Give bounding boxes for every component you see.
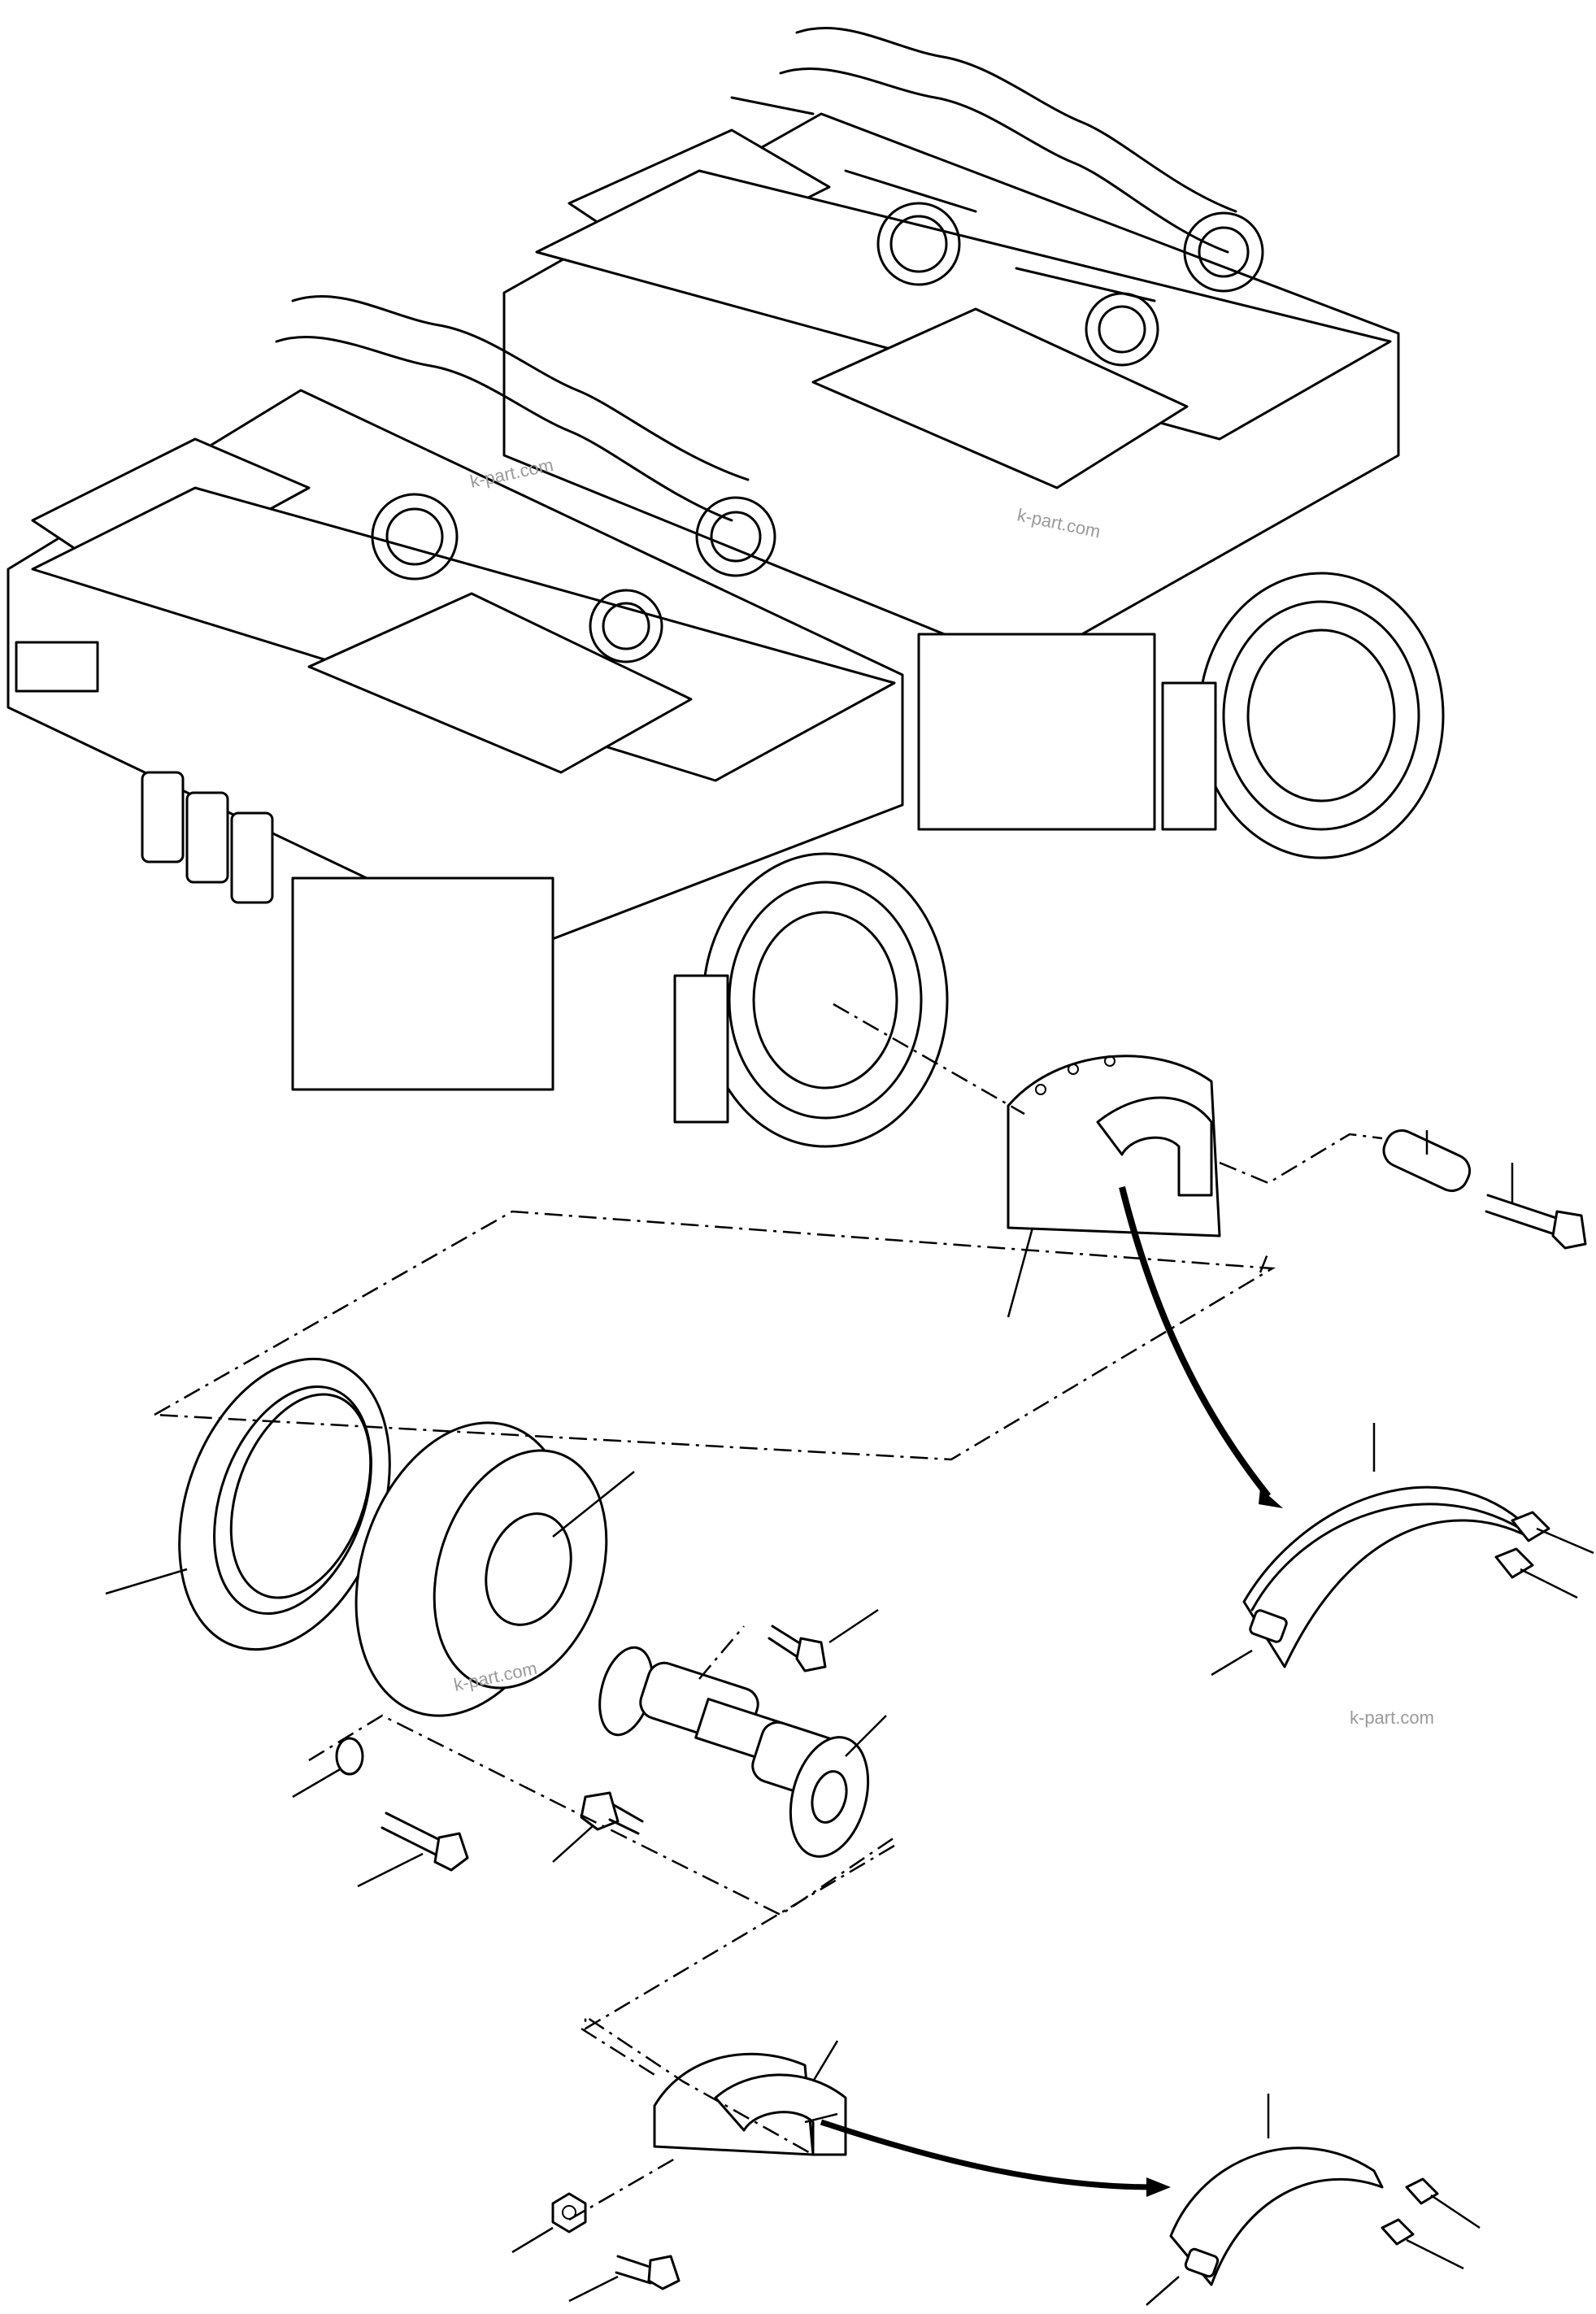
bolt-upper-right (1485, 1194, 1587, 1250)
assembly-lines (150, 1003, 1383, 2221)
guard-bracket-lower (653, 2052, 847, 2156)
spacer-sleeve (1382, 1129, 1472, 1193)
guard-cover-upper (1242, 1485, 1530, 1668)
flywheel-housing-rear (1161, 572, 1445, 859)
engine-front (7, 294, 949, 1148)
flywheel-housing-front (673, 852, 949, 1148)
bolt-lower-left (615, 2255, 681, 2290)
watermark-text: k-part.com (468, 455, 555, 492)
cardan-shaft (598, 1646, 870, 1858)
engine-rear (502, 26, 1445, 859)
guard-cover-lower (1169, 2147, 1384, 2286)
guard-bracket-upper (1007, 1055, 1221, 1237)
flexible-coupling (354, 1421, 608, 1717)
oil-filters (141, 771, 274, 904)
nut-bolt-right-lower (1381, 2177, 1439, 2246)
watermark-text: k-part.com (1350, 1707, 1434, 1728)
washer-bolt-left (335, 1737, 469, 1872)
bolt-cardan-top (768, 1625, 827, 1672)
